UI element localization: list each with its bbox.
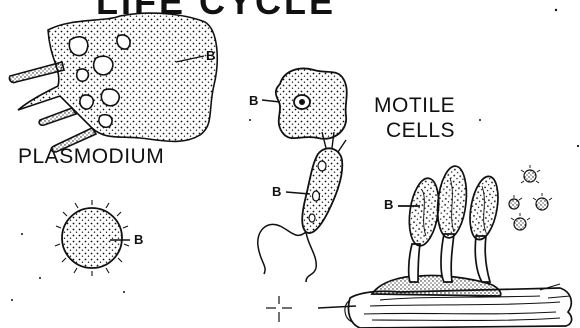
label-b-amoeboid: B	[249, 94, 258, 107]
label-b-plasmodium: B	[206, 49, 215, 62]
label-b-fruiting: B	[384, 198, 393, 211]
flagellated-cell-drawing	[258, 132, 346, 282]
amoeboid-cell-drawing	[262, 69, 347, 139]
label-motile-line2: CELLS	[386, 120, 455, 141]
fruiting-bodies-drawing	[345, 165, 572, 328]
label-b-spore: B	[134, 233, 143, 246]
label-motile-line1: MOTILE	[374, 95, 455, 116]
released-spores	[509, 165, 552, 230]
crosshair-mark	[266, 296, 292, 322]
label-b-flagellated: B	[272, 185, 281, 198]
label-plasmodium: PLASMODIUM	[18, 146, 164, 167]
spore-drawing	[55, 200, 130, 276]
